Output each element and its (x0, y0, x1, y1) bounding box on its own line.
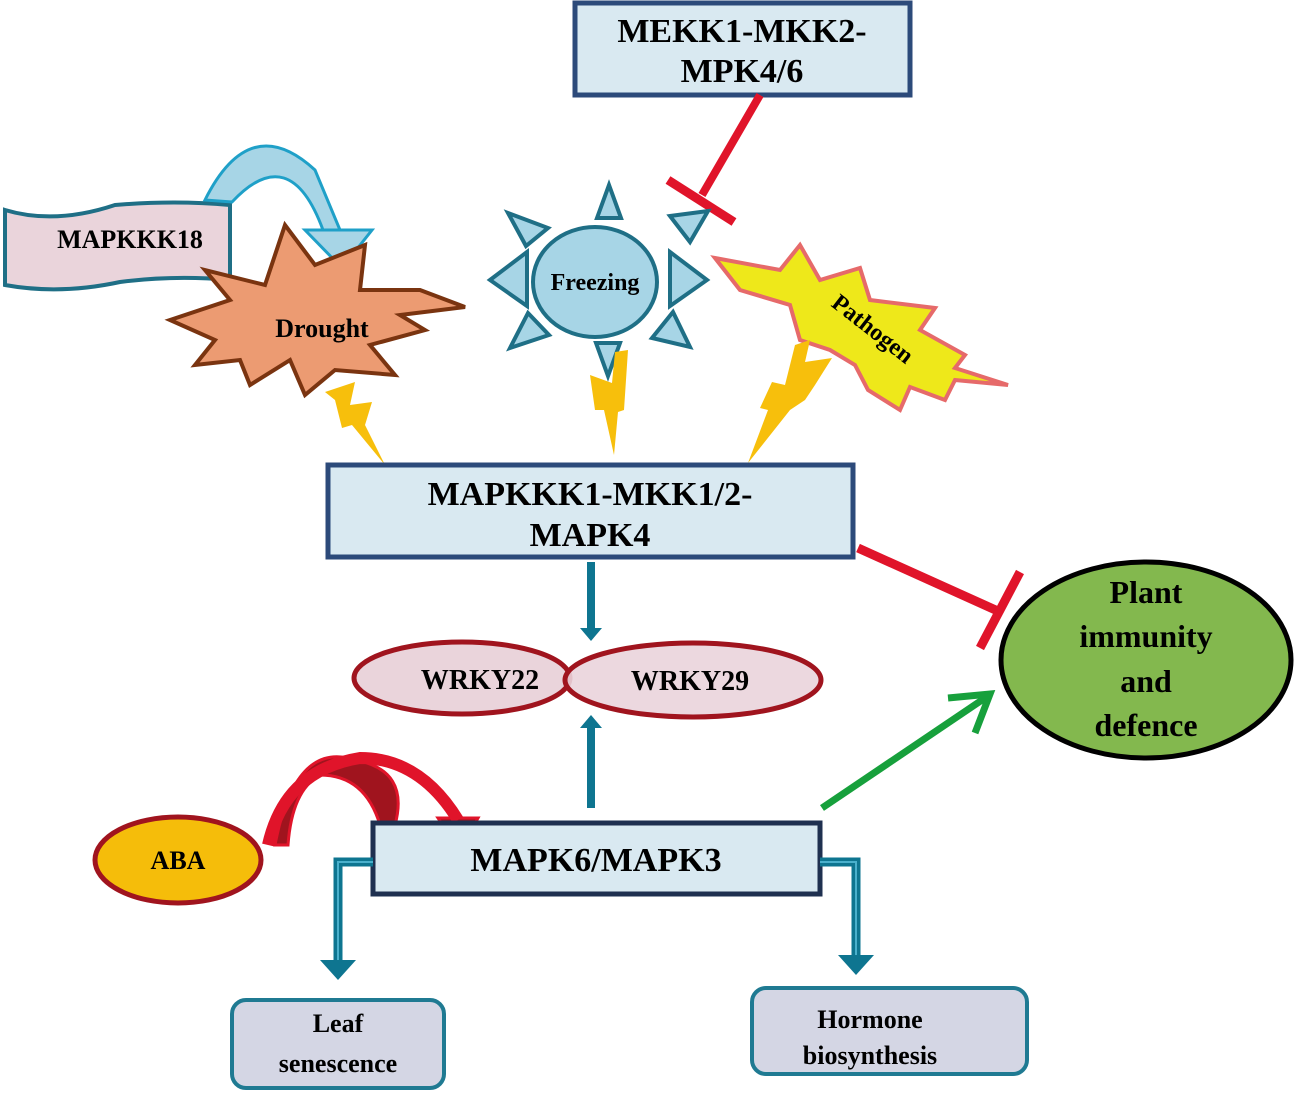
node-mapkkk18: MAPKKK18 (2, 200, 232, 292)
node-mapk6-mapk3: MAPK6/MAPK3 (370, 820, 823, 897)
freezing-rays (486, 179, 712, 382)
mapkkk1-label-line1: MAPKKK1-MKK1/2- (428, 476, 753, 513)
node-drought: Drought (164, 220, 466, 399)
hormone-label-line1: Hormone (817, 1005, 922, 1034)
inhibition-bar (976, 569, 1024, 651)
inhibition-bar (665, 176, 737, 226)
node-wrky29: WRKY29 (562, 640, 824, 720)
freezing-label: Freezing (551, 270, 640, 296)
aba-label: ABA (151, 846, 206, 875)
leaf-label-line2: senescence (279, 1049, 397, 1078)
node-aba: ABA (92, 814, 264, 906)
mekk1-label-line1: MEKK1-MKK2- (617, 13, 866, 50)
activation-arrow-mapk6-to-wrky (580, 715, 602, 808)
node-wrky22: WRKY22 (351, 639, 573, 717)
freezing-ellipse (531, 225, 659, 339)
wrky22-label: WRKY22 (421, 665, 539, 696)
node-plant-immunity-defence: Plant immunity and defence (998, 559, 1294, 761)
inhibition-line (698, 92, 764, 198)
bolt-drought (325, 382, 385, 465)
node-hormone-biosynthesis: Hormone biosynthesis (750, 986, 1029, 1076)
node-freezing: Freezing (486, 179, 712, 382)
bolt-freezing (590, 350, 628, 455)
immunity-label-line3: and (1120, 663, 1172, 699)
stimulus-bolts (325, 340, 832, 465)
node-mapkkk1-mkk1-2-mapk4: MAPKKK1-MKK1/2- MAPK4 (325, 462, 856, 560)
activation-arrow-mapk6-to-immunity (820, 689, 996, 811)
drought-label: Drought (275, 314, 369, 343)
hormone-label-line2: biosynthesis (803, 1041, 937, 1070)
node-leaf-senescence: Leaf senescence (230, 998, 446, 1090)
mapkkk1-label-line2: MAPK4 (530, 517, 651, 554)
bolt-pathogen (748, 340, 832, 463)
immunity-label-line1: Plant (1110, 574, 1183, 610)
immunity-label-line2: immunity (1079, 618, 1212, 654)
inhibition-mapkkk1-to-immunity (856, 543, 1024, 651)
leaf-label-line1: Leaf (313, 1009, 364, 1038)
mekk1-label-line2: MPK4/6 (681, 53, 804, 90)
activation-arrow-mapkkk1-to-wrky (580, 562, 602, 641)
activation-arrow-mapk6-to-leaf (320, 857, 373, 980)
inhibition-mekk1-to-stress (665, 92, 764, 226)
node-pathogen: Pathogen (710, 241, 1009, 413)
inhibition-line (856, 543, 1002, 617)
mapkkk18-label: MAPKKK18 (57, 225, 203, 254)
drought-starburst (164, 220, 466, 399)
immunity-label-line4: defence (1094, 707, 1197, 743)
activation-arrow-mapk6-to-hormone (820, 857, 874, 975)
mapk6-label: MAPK6/MAPK3 (470, 842, 721, 879)
node-mekk1-mkk2-mpk4-6: MEKK1-MKK2- MPK4/6 (572, 0, 913, 98)
pathogen-starburst (710, 241, 1009, 413)
wrky29-label: WRKY29 (631, 666, 749, 697)
